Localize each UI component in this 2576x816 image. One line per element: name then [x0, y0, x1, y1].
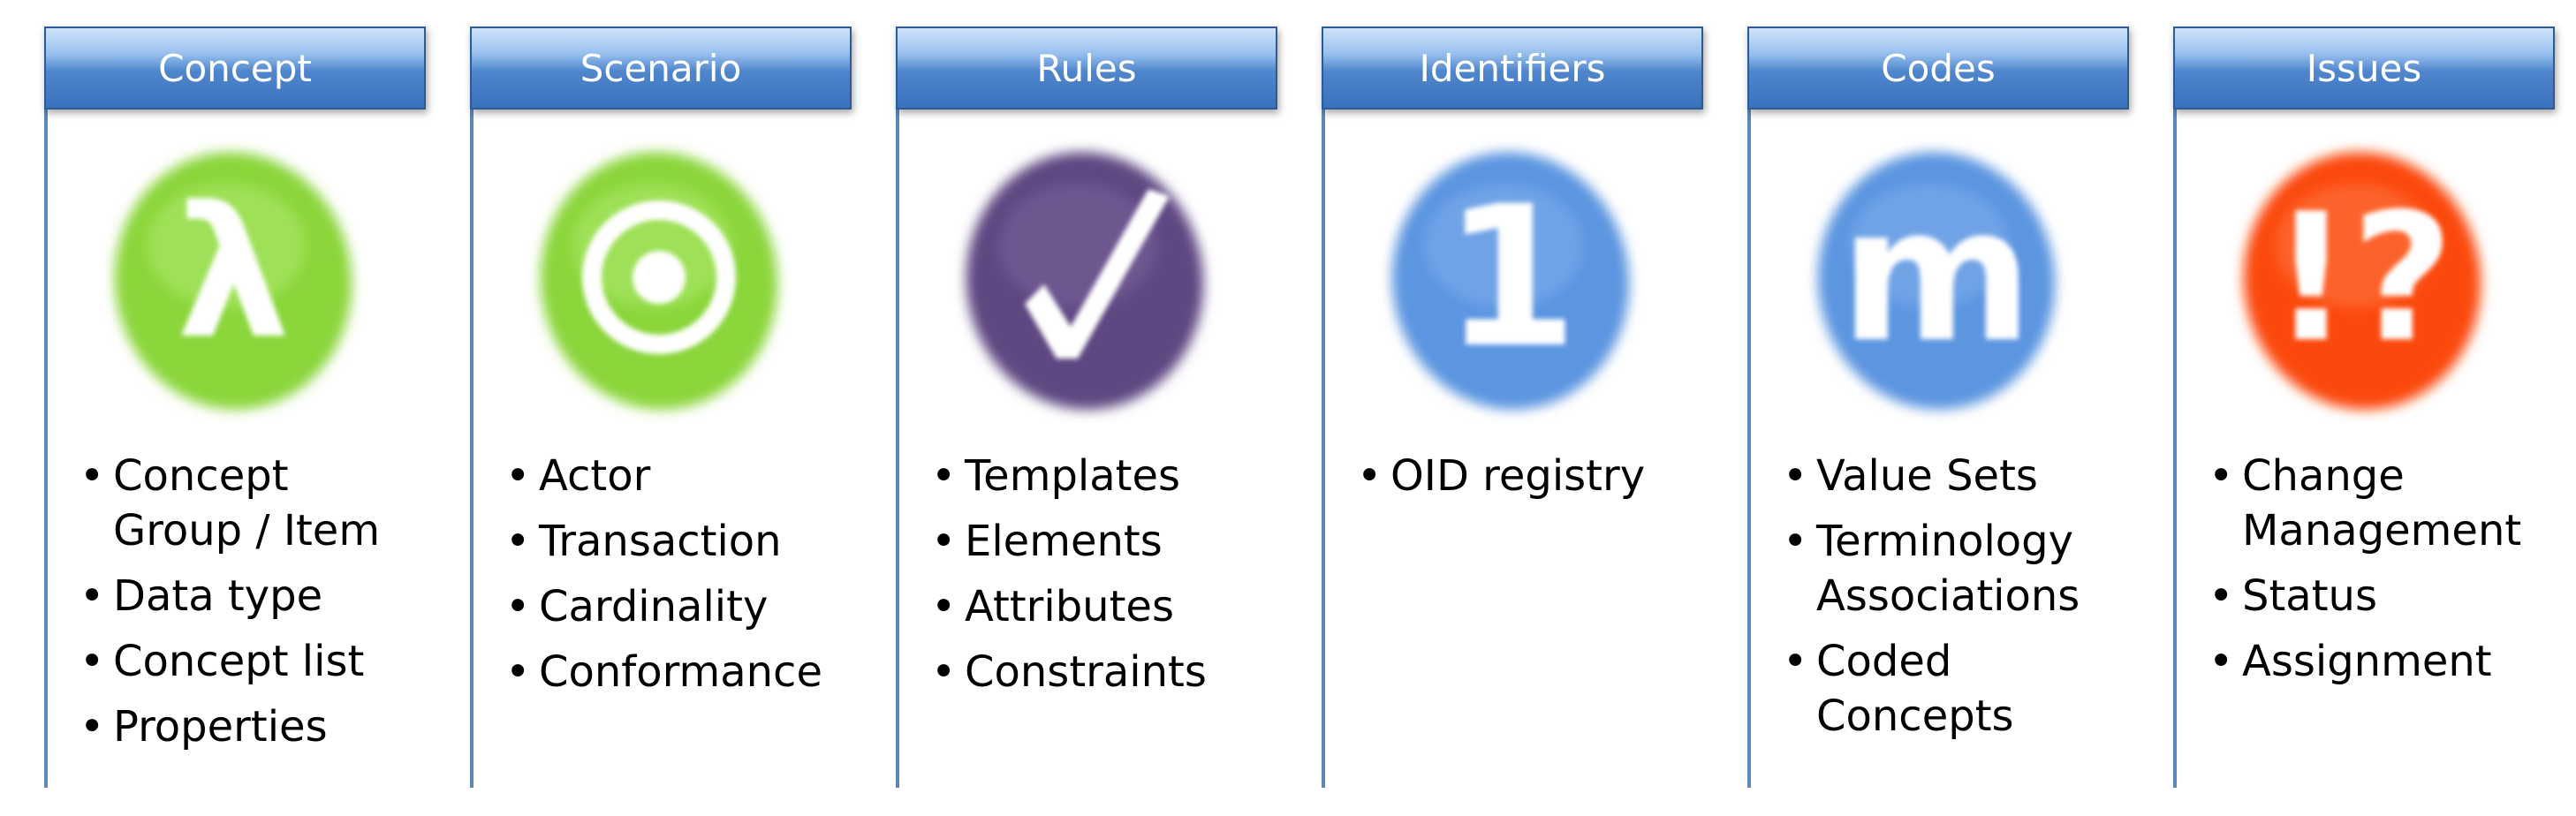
lambda-icon: λ [101, 140, 366, 422]
list-item: Elements [931, 514, 1274, 569]
header-identifiers: Identifiers [1322, 26, 1703, 110]
list-item: Constraints [931, 645, 1274, 699]
exclamation-question-glyph: !? [2270, 176, 2453, 382]
issues-list: Change Management Status Assignment [2209, 449, 2551, 699]
list-item: Status [2209, 569, 2551, 623]
header-rules: Rules [896, 26, 1277, 110]
checkmark-icon [952, 140, 1217, 422]
scenario-list: Actor Transaction Cardinality Conformanc… [505, 449, 848, 710]
list-item: Properties [80, 699, 422, 754]
concept-list: Concept Group / Item Data type Concept l… [80, 449, 422, 765]
list-item: Attributes [931, 579, 1274, 634]
list-item: Actor [505, 449, 848, 503]
list-item: Data type [80, 569, 422, 623]
number-one-glyph: 1 [1443, 164, 1578, 390]
rules-list: Templates Elements Attributes Constraint… [931, 449, 1274, 710]
list-item: Coded Concepts [1783, 634, 2125, 744]
identifiers-list: OID registry [1357, 449, 1700, 514]
column-codes: Codes m Value Sets Terminology Associati… [1747, 26, 2129, 788]
list-item: OID registry [1357, 449, 1700, 503]
lambda-glyph: λ [176, 169, 291, 379]
column-concept: Concept λ Concept Group / Item Data type… [44, 26, 426, 788]
list-item: Transaction [505, 514, 848, 569]
column-rules: Rules Templates Elements Attributes Cons… [896, 26, 1277, 788]
list-item: Templates [931, 449, 1274, 503]
list-item: Cardinality [505, 579, 848, 634]
column-identifiers: Identifiers 1 OID registry [1322, 26, 1703, 788]
column-scenario: Scenario Actor Transaction Cardinality C… [470, 26, 852, 788]
column-issues: Issues !? Change Management Status Assig… [2173, 26, 2555, 788]
exclamation-question-icon: !? [2230, 140, 2495, 422]
letter-m-icon: m [1804, 140, 2069, 422]
header-concept: Concept [44, 26, 426, 110]
letter-m-glyph: m [1840, 167, 2034, 383]
list-item: Assignment [2209, 634, 2551, 689]
list-item: Value Sets [1783, 449, 2125, 503]
list-item: Terminology Associations [1783, 514, 2125, 623]
target-icon [527, 140, 792, 422]
codes-list: Value Sets Terminology Associations Code… [1783, 449, 2125, 754]
number-one-icon: 1 [1378, 140, 1643, 422]
list-item: Concept Group / Item [80, 449, 422, 558]
header-issues: Issues [2173, 26, 2555, 110]
list-item: Conformance [505, 645, 848, 699]
header-codes: Codes [1747, 26, 2129, 110]
list-item: Change Management [2209, 449, 2551, 558]
list-item: Concept list [80, 634, 422, 689]
header-scenario: Scenario [470, 26, 852, 110]
